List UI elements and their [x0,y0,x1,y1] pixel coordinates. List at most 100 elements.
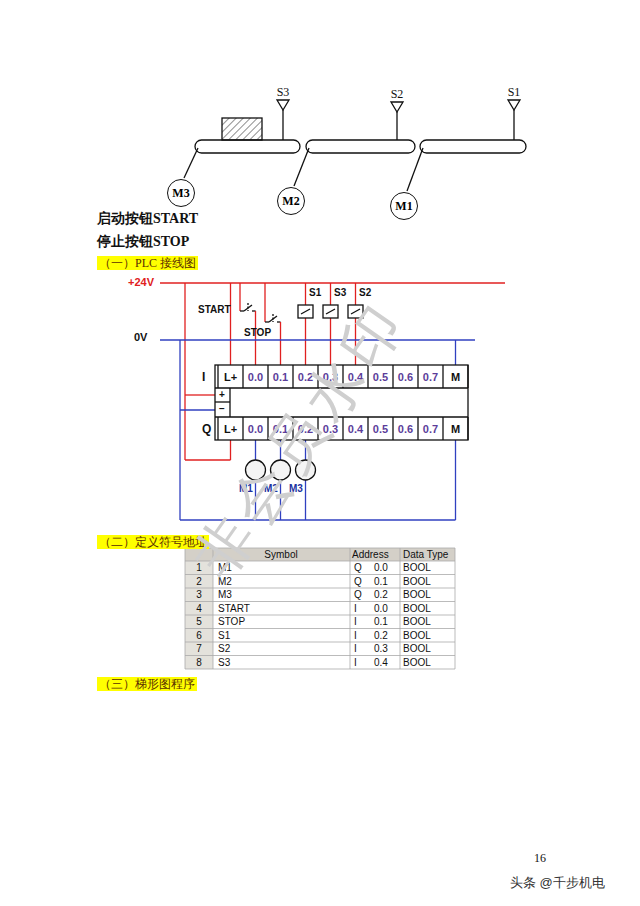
terminal-label: 0.7 [423,372,438,383]
terminal-label: 0.6 [398,424,413,435]
page-number: 16 [534,852,546,864]
grid-line [467,417,468,440]
grid-line [185,628,455,629]
grid-line [185,642,455,643]
table-cell: 0.1 [374,577,388,587]
table-cell: BOOL [403,590,431,600]
grid-line [217,365,218,388]
table-cell: 5 [196,617,202,627]
terminal-label: M [451,424,460,435]
table-cell: 0.2 [374,631,388,641]
motor-circle: M3 [167,179,195,207]
table-cell: BOOL [403,577,431,587]
table-cell: I [354,617,357,627]
terminal-label: M [451,372,460,383]
table-cell: 6 [196,631,202,641]
grid-line [267,365,268,388]
terminal-label: 0.0 [248,372,263,383]
table-header: Address [352,550,389,560]
sensor-label: S2 [391,88,404,100]
supply-label: +24V [128,277,154,288]
table-cell: 2 [196,577,202,587]
table-cell: 0.1 [374,617,388,627]
grid-line [367,417,368,440]
terminal-label: L+ [224,372,237,383]
table-cell: I [354,604,357,614]
grid-line [467,365,468,388]
sensor-label: S1 [309,288,321,298]
table-cell: 3 [196,590,202,600]
table-cell: BOOL [403,563,431,573]
table-cell: S2 [218,644,230,654]
table-cell: 7 [196,644,202,654]
grid-line [242,365,243,388]
terminal-label: − [219,404,225,414]
motor-label: M3 [172,187,189,199]
grid-line [292,365,293,388]
terminal-label: 0.5 [373,424,388,435]
table-cell: START [218,604,250,614]
sensor-label: S3 [277,86,290,98]
grid-line [217,417,218,440]
row-label: I [202,371,205,383]
terminal-label: + [219,390,225,400]
grid-line [400,548,401,669]
table-cell: I [354,644,357,654]
grid-line [455,548,456,669]
table-cell: I [354,631,357,641]
button-note: 启动按钮START [97,212,198,226]
terminal-label: 0.0 [248,424,263,435]
terminal-label: 0.1 [273,372,288,383]
section-heading: （一）PLC 接线图 [97,256,198,270]
terminal-label: L+ [224,424,237,435]
terminal-label: 0.7 [423,424,438,435]
grid-line [185,601,455,602]
table-cell: STOP [218,617,245,627]
grid-line [392,417,393,440]
table-cell: BOOL [403,658,431,668]
table-header: Data Type [403,550,448,560]
grid-line [417,417,418,440]
table-cell: S1 [218,631,230,641]
table-cell: Q [354,563,362,573]
button-note: 停止按钮STOP [97,235,189,249]
table-cell: M3 [218,590,232,600]
table-cell: 0.2 [374,590,388,600]
grid-line [185,615,455,616]
table-cell: Q [354,577,362,587]
switch-label: STOP [244,328,271,338]
terminal-label: 0.4 [348,424,363,435]
watermark: 头条 @千步机电 [510,876,605,889]
supply-label: 0V [134,332,147,343]
grid-line [392,365,393,388]
table-cell: BOOL [403,631,431,641]
motor-label: M1 [395,200,412,212]
grid-line [442,365,443,388]
table-cell: Q [354,590,362,600]
table-cell: 4 [196,604,202,614]
table-cell: 0.0 [374,604,388,614]
sensor-label: S1 [508,86,521,98]
table-cell: 0.0 [374,563,388,573]
grid-line [185,669,455,670]
table-cell: BOOL [403,644,431,654]
table-cell: BOOL [403,604,431,614]
motor-circle: M1 [390,192,418,220]
table-cell: S3 [218,658,230,668]
grid-line [442,417,443,440]
switch-label: START [198,305,231,315]
motor-label: M2 [282,195,299,207]
table-cell: I [354,658,357,668]
grid-line [185,588,455,589]
section-heading: （三）梯形图程序 [97,677,197,691]
row-label: Q [202,423,211,435]
table-cell: 8 [196,658,202,668]
table-cell: 0.3 [374,644,388,654]
motor-circle: M2 [277,187,305,215]
table-header: Symbol [264,550,297,560]
table-cell: BOOL [403,617,431,627]
grid-line [350,548,351,669]
terminal-label: 0.6 [398,372,413,383]
grid-line [185,655,455,656]
